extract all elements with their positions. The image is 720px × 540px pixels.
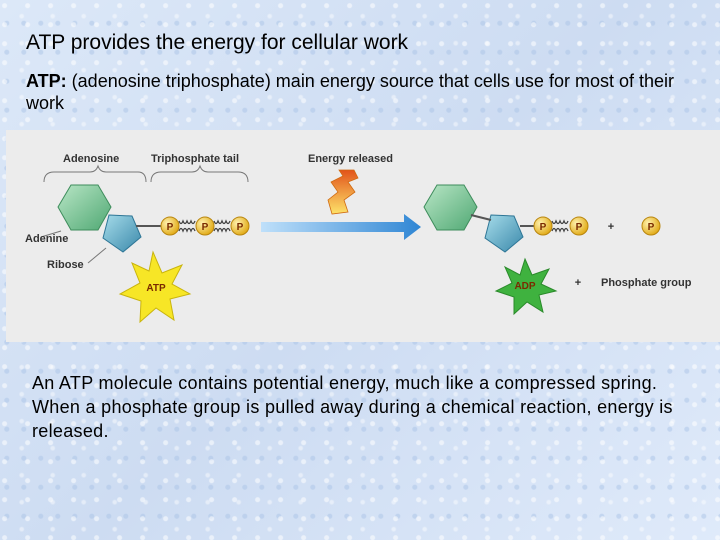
atp-definition: ATP: (adenosine triphosphate) main energ… <box>26 70 696 114</box>
ribose-pointer <box>87 247 107 264</box>
definition-text: (adenosine triphosphate) main energy sou… <box>26 71 674 113</box>
diagram-canvas: Adenosine Triphosphate tail Energy relea… <box>25 153 692 324</box>
triphosphate-tail-label: Triphosphate tail <box>151 153 239 165</box>
energy-released-label: Energy released <box>308 153 393 165</box>
adenosine-bracket <box>43 164 147 183</box>
atp-star <box>118 250 192 324</box>
adp-phosphate-1 <box>533 216 553 236</box>
adenosine-label: Adenosine <box>63 153 119 165</box>
explanation-caption: An ATP molecule contains potential energ… <box>32 373 673 441</box>
adp-ribose-ring <box>484 214 524 253</box>
energy-bolt-icon <box>327 169 359 215</box>
adp-phosphate-2 <box>569 216 589 236</box>
adp-star-label: ADP <box>514 281 535 292</box>
adp-high-energy-bond <box>551 219 569 233</box>
adp-phosphate-1-symbol: P <box>540 222 547 233</box>
slide-title: ATP provides the energy for cellular wor… <box>26 31 409 54</box>
phosphate-3-symbol: P <box>237 222 244 233</box>
high-energy-bond-1 <box>178 219 196 233</box>
phosphate-2-symbol: P <box>202 222 209 233</box>
free-phosphate-symbol: P <box>648 222 655 233</box>
phosphate-1-symbol: P <box>167 222 174 233</box>
definition-term: ATP: <box>26 71 67 91</box>
adenine-label: Adenine <box>25 233 68 245</box>
plus-sign-top: + <box>608 221 614 233</box>
plus-sign-bottom: + <box>575 277 581 289</box>
ribose-label: Ribose <box>47 259 84 271</box>
phosphate-2 <box>195 216 215 236</box>
adp-adenine-ring <box>423 184 478 231</box>
adp-star <box>494 257 558 316</box>
triphosphate-bracket <box>150 164 249 183</box>
phosphate-group-label: Phosphate group <box>601 277 692 289</box>
atp-star-label: ATP <box>146 283 166 294</box>
free-phosphate <box>641 216 661 236</box>
phosphate-1 <box>160 216 180 236</box>
adenine-pointer <box>40 230 62 238</box>
high-energy-bond-2 <box>213 219 231 233</box>
adp-phosphate-2-symbol: P <box>576 222 583 233</box>
adp-adenine-ribose-bond <box>470 214 492 221</box>
adenine-ring <box>57 184 112 231</box>
reaction-arrow <box>261 214 421 240</box>
phosphate-3 <box>230 216 250 236</box>
atp-hydrolysis-diagram: Adenosine Triphosphate tail Energy relea… <box>6 130 720 342</box>
ribose-ring <box>102 214 142 253</box>
